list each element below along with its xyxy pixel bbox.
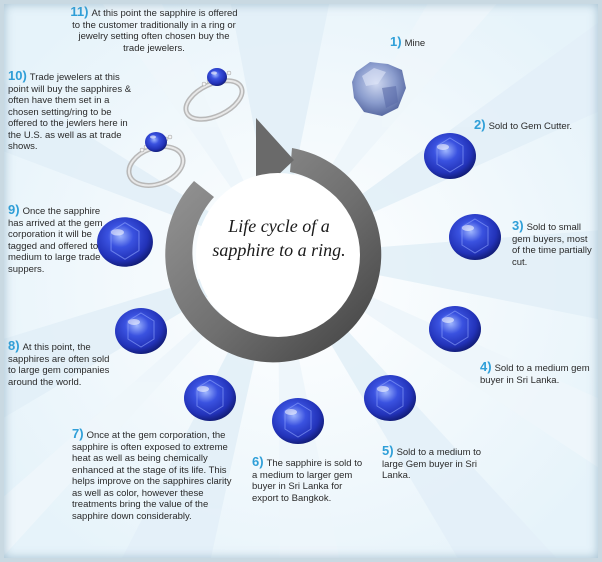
step-text: Once the sapphire has arrived at the gem…: [8, 206, 103, 275]
step-text: The sapphire is sold to a medium to larg…: [252, 458, 363, 504]
step-number: 9): [8, 202, 20, 217]
step-5: 5)Sold to a medium to large Gem buyer in…: [382, 443, 486, 482]
cut-sapphire-icon: [184, 375, 236, 421]
step-number: 4): [480, 359, 492, 374]
cut-sapphire-icon: [115, 308, 167, 354]
cut-sapphire-icon: [364, 375, 416, 421]
step-2: 2)Sold to Gem Cutter.: [474, 117, 596, 133]
cut-sapphire-icon: [97, 217, 153, 267]
step-9: 9)Once the sapphire has arrived at the g…: [8, 202, 106, 275]
step-10: 10)Trade jewelers at this point will buy…: [8, 68, 136, 153]
cut-sapphire-icon: [272, 398, 324, 444]
sapphire-ring-icon: [126, 132, 186, 188]
diagram-title: Life cycle of a sapphire to a ring.: [202, 214, 356, 262]
step-number: 2): [474, 117, 486, 132]
step-text: At this point, the sapphires are often s…: [8, 342, 110, 388]
step-text: Sold to a medium gem buyer in Sri Lanka.: [480, 363, 590, 386]
step-text: Mine: [404, 38, 426, 49]
step-7: 7)Once at the gem corporation, the sapph…: [72, 426, 242, 522]
step-number: 11): [70, 4, 89, 19]
step-8: 8)At this point, the sapphires are often…: [8, 338, 118, 388]
step-text: Sold to a medium to large Gem buyer in S…: [382, 447, 482, 481]
title-line-2: sapphire to a ring.: [212, 240, 346, 260]
step-1: 1)Mine: [390, 34, 510, 50]
step-text: Once at the gem corporation, the sapphir…: [72, 430, 232, 522]
title-line-1: Life cycle of a: [228, 216, 330, 236]
step-number: 10): [8, 68, 27, 83]
step-text: Sold to small gem buyers, most of the ti…: [512, 222, 592, 268]
step-3: 3)Sold to small gem buyers, most of the …: [512, 218, 598, 268]
cut-sapphire-icon: [424, 133, 476, 179]
step-4: 4)Sold to a medium gem buyer in Sri Lank…: [480, 359, 592, 386]
cut-sapphire-icon: [449, 214, 501, 260]
step-6: 6)The sapphire is sold to a medium to la…: [252, 454, 368, 504]
cycle-arrow-icon: [165, 118, 382, 363]
step-text: Trade jewelers at this point will buy th…: [8, 72, 132, 152]
rough-sapphire-icon: [352, 62, 406, 116]
sapphire-ring-icon: [183, 68, 245, 122]
step-text: Sold to Gem Cutter.: [488, 121, 572, 132]
step-number: 3): [512, 218, 524, 233]
step-number: 8): [8, 338, 20, 353]
step-11: 11)At this point the sapphire is offered…: [70, 4, 238, 54]
step-number: 7): [72, 426, 84, 441]
step-number: 5): [382, 443, 394, 458]
step-number: 6): [252, 454, 264, 469]
cut-sapphire-icon: [429, 306, 481, 352]
step-text: At this point the sapphire is offered to…: [72, 8, 238, 54]
step-number: 1): [390, 34, 402, 49]
